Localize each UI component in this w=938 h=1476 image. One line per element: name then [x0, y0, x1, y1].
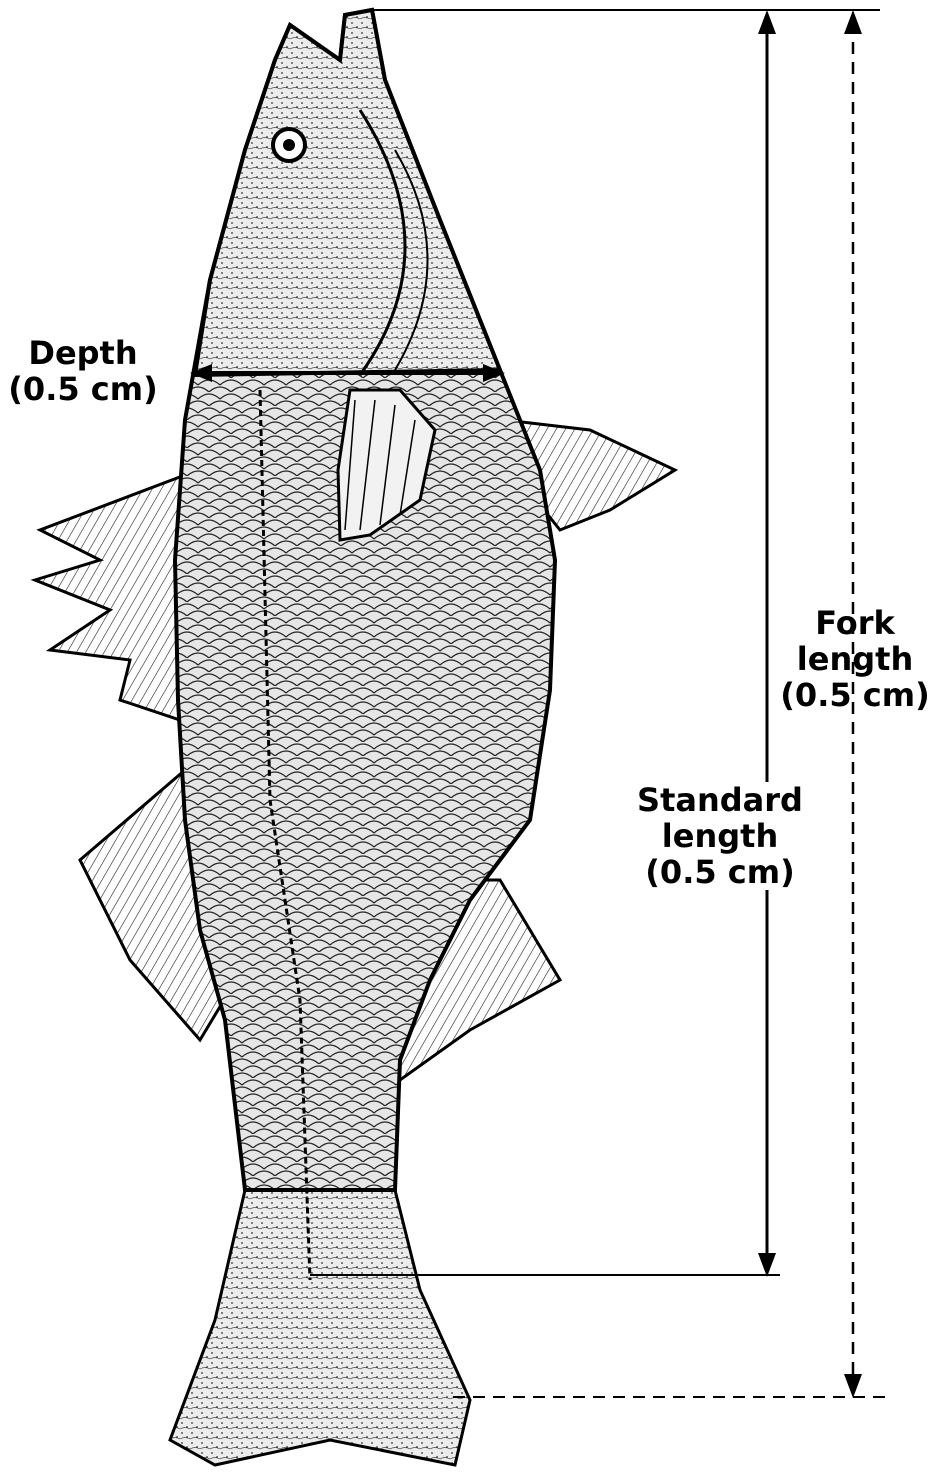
- fork-length-label-line1: Fork: [780, 605, 930, 641]
- standard-length-label-line2: length: [630, 818, 810, 854]
- fish-head: [195, 10, 500, 375]
- fork-length-label-unit: (0.5 cm): [780, 677, 930, 713]
- depth-label: Depth (0.5 cm): [8, 335, 158, 407]
- fork-length-label-line2: length: [780, 641, 930, 677]
- depth-label-unit: (0.5 cm): [8, 371, 158, 407]
- fork-length-label: Fork length (0.5 cm): [780, 605, 930, 713]
- dorsal-fin: [35, 475, 185, 720]
- standard-length-label-unit: (0.5 cm): [630, 854, 810, 890]
- caudal-fin: [170, 1190, 470, 1465]
- standard-length-label: Standard length (0.5 cm): [630, 782, 810, 890]
- standard-length-label-line1: Standard: [630, 782, 810, 818]
- depth-label-name: Depth: [8, 335, 158, 371]
